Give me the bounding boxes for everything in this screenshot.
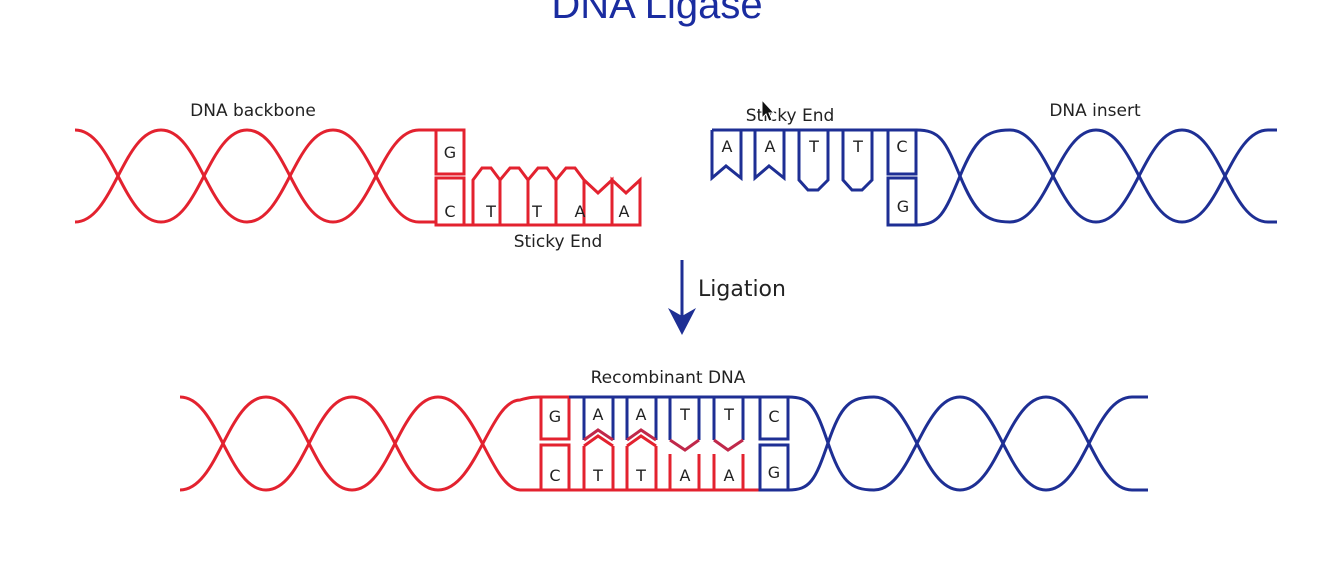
- recombinant-top-base-3: A: [636, 405, 647, 424]
- insert-bottom-base: G: [897, 197, 909, 216]
- insert-top-base-3: T: [808, 137, 819, 156]
- backbone-bottom-base-5: A: [619, 202, 630, 221]
- recombinant-bottom-base-2: T: [592, 466, 603, 485]
- recombinant-ligation-seam: [584, 430, 743, 450]
- recombinant-bottom-base-5: A: [724, 466, 735, 485]
- backbone-helix-strand-a: [75, 130, 437, 222]
- dna-insert-fragment: A A T T C G: [712, 130, 1277, 225]
- recombinant-top-base-6: C: [768, 407, 779, 426]
- recombinant-red-helix-b: [180, 397, 541, 490]
- recombinant-top-base-1: G: [549, 407, 561, 426]
- insert-sticky-end-label: Sticky End: [746, 106, 835, 126]
- diagram-title: DNA Ligase: [551, 0, 762, 27]
- backbone-sticky-end-label: Sticky End: [514, 232, 603, 252]
- insert-top-base-1: A: [722, 137, 733, 156]
- recombinant-bottom-base-1: C: [549, 466, 560, 485]
- recombinant-red-helix-a: [180, 397, 541, 490]
- backbone-bottom-base-1: C: [444, 202, 455, 221]
- insert-top-base-2: A: [765, 137, 776, 156]
- backbone-bottom-base-2: T: [485, 202, 496, 221]
- recombinant-label: Recombinant DNA: [591, 368, 746, 388]
- backbone-helix-strand-b: [75, 130, 437, 222]
- recombinant-top-base-2: A: [593, 405, 604, 424]
- insert-top-base-5: C: [896, 137, 907, 156]
- ligation-label: Ligation: [698, 277, 786, 302]
- insert-top-base-4: T: [852, 137, 863, 156]
- recombinant-top-base-5: T: [723, 405, 734, 424]
- backbone-bottom-base-3: T: [531, 202, 542, 221]
- recombinant-bottom-base-6: G: [768, 463, 780, 482]
- recombinant-bottom-base-4: A: [680, 466, 691, 485]
- recombinant-bottom-base-3: T: [635, 466, 646, 485]
- recombinant-dna: G A A T T C C T T A A G: [180, 397, 1148, 490]
- backbone-top-base: G: [444, 143, 456, 162]
- insert-label: DNA insert: [1049, 101, 1141, 121]
- recombinant-top-base-4: T: [679, 405, 690, 424]
- ligation-arrow: [668, 260, 696, 335]
- backbone-label: DNA backbone: [190, 101, 316, 121]
- dna-backbone-fragment: G C T T A A: [75, 130, 640, 225]
- backbone-bottom-base-4: A: [575, 202, 586, 221]
- insert-helix-strand-a: [916, 130, 1277, 222]
